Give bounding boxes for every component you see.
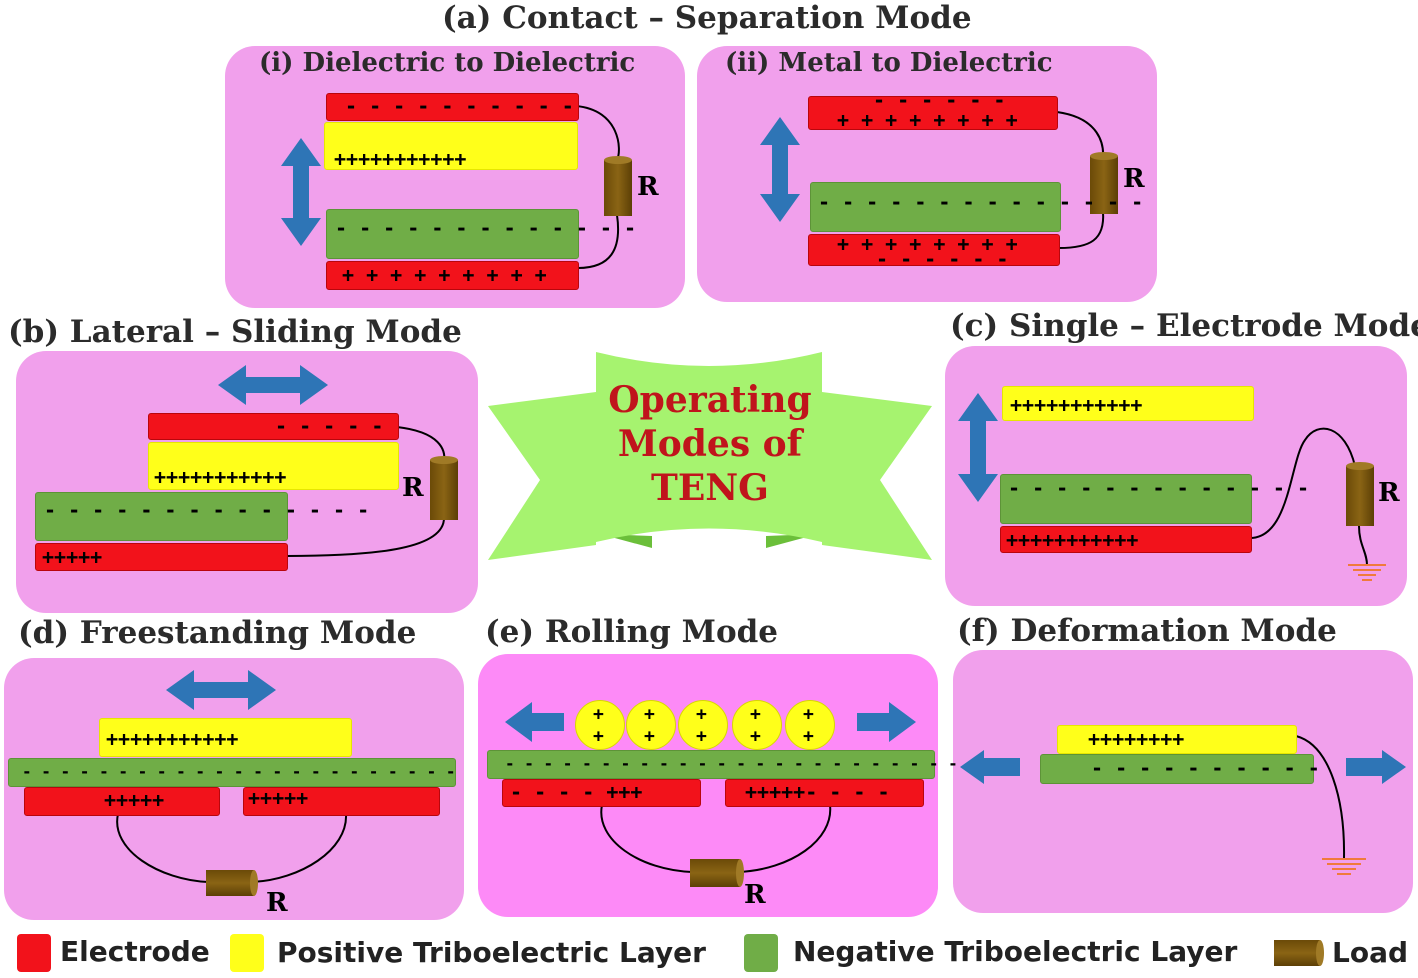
- double-arrow-horizontal-b: [218, 365, 328, 405]
- load-a-i: [604, 156, 632, 216]
- rolling-ball-5: + +: [785, 700, 835, 750]
- electrode-top-a-ii: [808, 96, 1058, 130]
- electrode-left-e: [502, 779, 701, 807]
- load-c: [1346, 462, 1374, 526]
- electrode-c: [1000, 526, 1252, 553]
- load-d: [206, 870, 258, 896]
- arrow-right-f: [1346, 750, 1406, 784]
- electrode-right-d: [243, 787, 440, 816]
- rolling-ball-3: + +: [678, 700, 728, 750]
- charges-positive-f: ++++++++: [1088, 727, 1185, 751]
- electrode-bottom-b: [35, 543, 288, 571]
- charges-electrode-right-d: +++++: [248, 786, 309, 810]
- title-freestanding: (d) Freestanding Mode: [18, 615, 417, 651]
- legend-swatch-negative: [744, 934, 778, 972]
- positive-layer-b: [148, 442, 399, 490]
- title-single-electrode: (c) Single – Electrode Mode: [950, 308, 1418, 344]
- center-banner-text: Operating Modes of TENG: [608, 379, 812, 509]
- electrode-left-d: [24, 787, 220, 816]
- charges-electrode-top-neg-a-ii: - - - - - -: [873, 88, 1006, 112]
- charges-electrode-left-d: +++++: [104, 788, 165, 812]
- charges-electrode-bottom-b: +++++: [42, 545, 103, 569]
- charges-electrode-top-a-i: - - - - - - - - - -: [345, 94, 574, 118]
- load-label-e: R: [744, 880, 766, 910]
- electrode-top-b: [148, 413, 399, 440]
- electrode-right-e: [725, 779, 924, 807]
- electrode-bottom-a-i: [326, 261, 579, 290]
- charges-electrode-bottom-pos-a-ii: + + + + + + + +: [837, 232, 1018, 256]
- electrode-top-a-i: [326, 93, 579, 121]
- electrode-bottom-a-ii: [808, 234, 1060, 266]
- title-contact-separation: (a) Contact – Separation Mode: [442, 0, 972, 36]
- charges-negative-c: - - - - - - - - - - - - -: [1008, 476, 1310, 500]
- charges-electrode-left-e: - - - - +++: [510, 780, 643, 804]
- ground-f: [1322, 858, 1366, 875]
- negative-layer-a-ii: [810, 182, 1061, 232]
- charges-electrode-right-e: +++++- - - -: [745, 780, 890, 804]
- positive-layer-f: [1057, 725, 1297, 754]
- charges-electrode-c: +++++++++++: [1006, 528, 1139, 552]
- subtitle-metal-dielectric: (ii) Metal to Dielectric: [725, 48, 1053, 78]
- charges-negative-f: - - - - - - - - - -: [1091, 756, 1320, 780]
- charges-positive-b: +++++++++++: [154, 465, 287, 489]
- charges-negative-a-ii: - - - - - - - - - - - - - -: [818, 190, 1144, 214]
- title-deformation: (f) Deformation Mode: [957, 613, 1337, 649]
- double-arrow-vertical-a-i: [281, 138, 321, 246]
- rolling-ball-4: + +: [732, 700, 782, 750]
- negative-layer-f: [1040, 754, 1314, 784]
- negative-layer-c: [1000, 474, 1252, 524]
- load-label-d: R: [266, 888, 288, 918]
- subtitle-dielectric-dielectric: (i) Dielectric to Dielectric: [259, 48, 636, 78]
- negative-layer-e: [487, 750, 935, 779]
- title-lateral-sliding: (b) Lateral – Sliding Mode: [8, 314, 462, 350]
- load-label-a-i: R: [637, 172, 659, 202]
- positive-layer-a-i: [324, 122, 578, 170]
- load-e: [690, 859, 744, 887]
- charges-positive-a-i: +++++++++++: [334, 147, 467, 171]
- title-rolling: (e) Rolling Mode: [485, 614, 779, 650]
- charges-positive-d: +++++++++++: [106, 727, 239, 751]
- ground-c: [1348, 564, 1386, 581]
- double-arrow-vertical-c: [958, 393, 998, 502]
- positive-layer-d: [99, 718, 352, 757]
- charges-negative-a-i: - - - - - - - - - - - - -: [335, 216, 637, 240]
- charges-electrode-top-pos-a-ii: + + + + + + + +: [837, 108, 1018, 132]
- double-arrow-horizontal-d: [166, 670, 276, 710]
- charges-negative-d: - - - - - - - - - - - - - - - - - - - - …: [22, 762, 456, 781]
- double-arrow-vertical-a-ii: [760, 117, 800, 222]
- arrow-left-f: [960, 750, 1020, 784]
- charges-positive-c: +++++++++++: [1010, 393, 1143, 417]
- charges-negative-b: - - - - - - - - - - - - - -: [44, 498, 370, 522]
- charges-electrode-bottom-neg-a-ii: - - - - - -: [876, 247, 1009, 271]
- load-label-b: R: [402, 473, 424, 503]
- rolling-ball-2: + +: [626, 700, 676, 750]
- charges-negative-e: - - - - - - - - - - - - - - - - - - - - …: [505, 754, 958, 773]
- legend-swatch-positive: [230, 934, 264, 972]
- legend-label-positive: Positive Triboelectric Layer: [277, 936, 706, 969]
- load-a-ii: [1090, 152, 1118, 214]
- legend-label-load: Load: [1332, 936, 1409, 969]
- charges-electrode-bottom-a-i: + + + + + + + + +: [342, 263, 547, 287]
- negative-layer-d: [8, 758, 456, 787]
- rolling-ball-1: + +: [575, 700, 625, 750]
- legend-label-electrode: Electrode: [60, 935, 210, 968]
- load-b: [430, 456, 458, 520]
- load-label-a-ii: R: [1123, 164, 1145, 194]
- negative-layer-a-i: [326, 209, 579, 259]
- arrow-right-e: [857, 702, 916, 742]
- load-label-c: R: [1378, 478, 1400, 508]
- positive-layer-c: [1002, 386, 1254, 421]
- legend-swatch-electrode: [17, 934, 51, 972]
- negative-layer-b: [35, 492, 288, 541]
- charges-electrode-top-b: - - - - -: [275, 414, 384, 438]
- arrow-left-e: [505, 702, 564, 742]
- legend-label-negative: Negative Triboelectric Layer: [793, 935, 1238, 968]
